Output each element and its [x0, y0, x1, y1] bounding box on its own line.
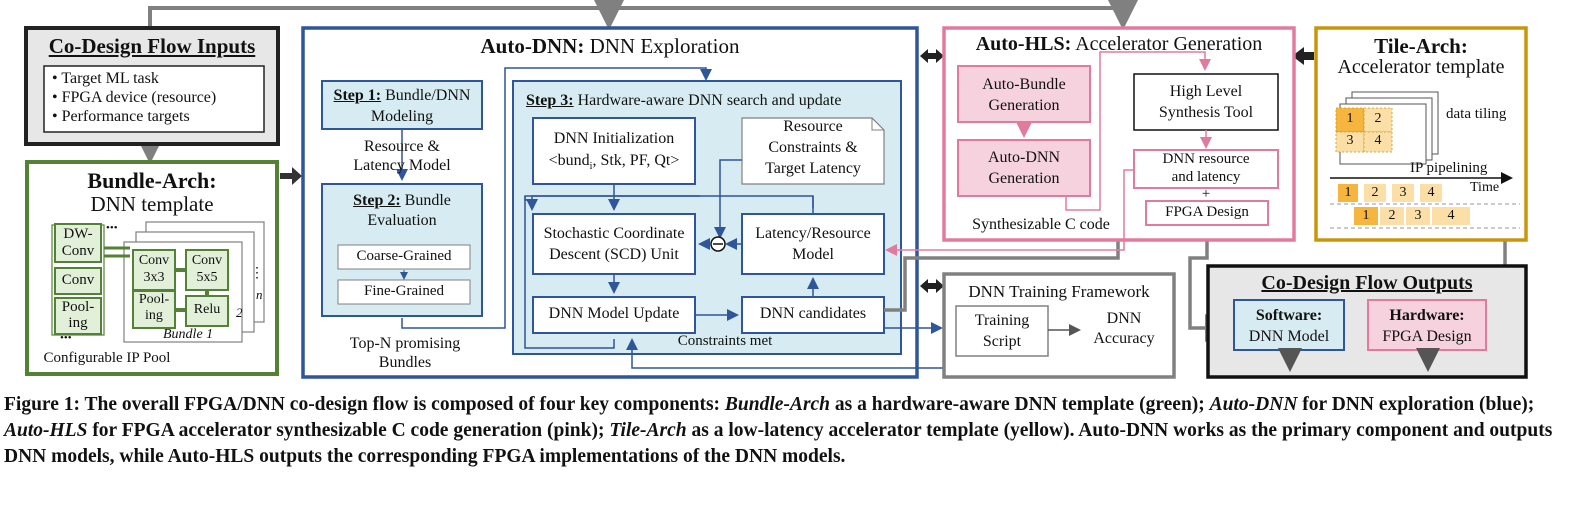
dnn-init-2: <bundi, Stk, PF, Qt> — [548, 152, 680, 173]
software-value: DNN Model — [1248, 328, 1330, 345]
hardware-value: FPGA Design — [1382, 328, 1472, 345]
pipe-row1-2: 2 — [1371, 185, 1379, 200]
data-tiling: data tiling — [1446, 106, 1507, 122]
step2-line2: Evaluation — [367, 212, 437, 229]
bundle-gen-1: Auto-Bundle — [982, 76, 1066, 93]
pipe-row1-3: 3 — [1399, 185, 1407, 200]
step2-label: Step 2: Bundle — [353, 192, 451, 209]
pool-item-pooling: Pool-ing — [61, 299, 95, 331]
model-label-2: Latency Model — [353, 157, 451, 174]
constraints-2: Constraints & — [768, 139, 858, 156]
dnn-init-1: DNN Initialization — [553, 130, 675, 147]
tile-2: 2 — [1374, 111, 1382, 126]
input-item-1: • Target ML task — [52, 70, 159, 87]
pool-item-conv: Conv — [61, 272, 95, 288]
module-conv5x5: Conv 5x5 — [191, 253, 223, 285]
latency-model-2: Model — [792, 246, 834, 263]
dnn-accuracy-2: Accuracy — [1093, 330, 1155, 347]
bundle-to-dnn-arrow — [280, 167, 302, 185]
pipe-row2-2: 2 — [1388, 208, 1396, 223]
dnn-accuracy-1: DNN — [1106, 310, 1142, 327]
scd-2: Descent (SCD) Unit — [549, 246, 679, 263]
resource-1: DNN resource — [1162, 151, 1250, 167]
inputs-title: Co-Design Flow Inputs — [48, 34, 256, 58]
resource-2: and latency — [1171, 169, 1241, 185]
bundle-label: Bundle 1 — [163, 327, 214, 342]
scd-1: Stochastic Coordinate — [543, 225, 685, 242]
bundle-arch-title: Bundle-Arch: — [87, 168, 217, 193]
constraints-3: Target Latency — [765, 160, 861, 177]
dnn-gen-2: Generation — [988, 170, 1060, 187]
step1-line2: Modeling — [370, 108, 434, 125]
tile-arch-subtitle: Accelerator template — [1337, 56, 1505, 78]
pool-dots-bottom: ••• — [60, 332, 72, 344]
training-script-1: Training — [974, 312, 1030, 329]
time-label: Time — [1470, 180, 1500, 195]
outputs-title: Co-Design Flow Outputs — [1261, 272, 1473, 294]
model-label-1: Resource & — [364, 138, 440, 155]
pool-label: Configurable IP Pool — [43, 350, 171, 366]
module-relu: Relu — [193, 302, 221, 317]
training-title: DNN Training Framework — [968, 282, 1150, 301]
tile-3: 3 — [1346, 133, 1354, 148]
flow-graphics — [24, 0, 1528, 379]
figure-caption: Figure 1: The overall FPGA/DNN co-design… — [4, 394, 1553, 467]
module-conv3x3: Conv 3x3 — [138, 253, 170, 285]
pipe-row2-4: 4 — [1447, 208, 1455, 223]
dnn-candidates: DNN candidates — [759, 305, 867, 322]
latency-model-1: Latency/Resource — [755, 225, 871, 242]
fpga-design-hls: FPGA Design — [1165, 204, 1249, 220]
codesign-flow-diagram: Co-Design Flow Inputs • Target ML task •… — [24, 0, 1528, 379]
training-script-2: Script — [982, 333, 1022, 350]
input-item-3: • Performance targets — [52, 108, 190, 125]
pipe-row1-1: 1 — [1344, 185, 1352, 200]
stack-label-2: 2 — [236, 305, 243, 320]
pipe-row1-4: 4 — [1427, 185, 1435, 200]
constraints-met: Constraints met — [677, 333, 773, 349]
dnn-gen-1: Auto-DNN — [988, 149, 1060, 166]
top-feed-arrow — [148, 0, 1139, 30]
pipe-row2-3: 3 — [1414, 208, 1422, 223]
input-item-2: • FPGA device (resource) — [52, 89, 217, 106]
stack-label-n: n — [256, 287, 263, 302]
hls-tool-1: High Level — [1169, 83, 1243, 100]
ip-pipelining: IP pipelining — [1410, 160, 1488, 176]
topn-label-1: Top-N promising — [349, 335, 461, 352]
tile-arch-title: Tile-Arch: — [1374, 34, 1468, 58]
constraints-1: Resource — [783, 118, 843, 135]
step1-label: Step 1: Bundle/DNN — [333, 87, 471, 104]
auto-dnn-title: Auto-DNN: DNN Exploration — [480, 34, 740, 58]
topn-label-2: Bundles — [378, 354, 432, 371]
coarse-grained: Coarse-Grained — [356, 248, 452, 264]
synth-c-code: Synthesizable C code — [972, 216, 1110, 233]
auto-hls-title: Auto-HLS: Accelerator Generation — [975, 33, 1263, 55]
pool-item-dwconv: DW-Conv — [61, 226, 95, 259]
software-label: Software: — [1255, 307, 1323, 324]
hls-tool-2: Synthesis Tool — [1158, 104, 1254, 121]
pool-dots: ••• — [106, 222, 118, 234]
pipe-row2-1: 1 — [1362, 208, 1370, 223]
fine-grained: Fine-Grained — [364, 283, 444, 299]
dnn-model-update: DNN Model Update — [548, 305, 680, 322]
bundle-arch-subtitle: DNN template — [90, 192, 214, 216]
tile-4: 4 — [1374, 133, 1382, 148]
hardware-label: Hardware: — [1389, 307, 1465, 324]
bundle-gen-2: Generation — [988, 97, 1060, 114]
tile-1: 1 — [1346, 111, 1354, 126]
module-pooling: Pool-ing — [138, 292, 170, 323]
step3-label: Step 3: Hardware-aware DNN search and up… — [526, 92, 842, 109]
plus-sign: + — [1201, 186, 1211, 202]
stack-dots: ⋮ — [250, 266, 264, 281]
